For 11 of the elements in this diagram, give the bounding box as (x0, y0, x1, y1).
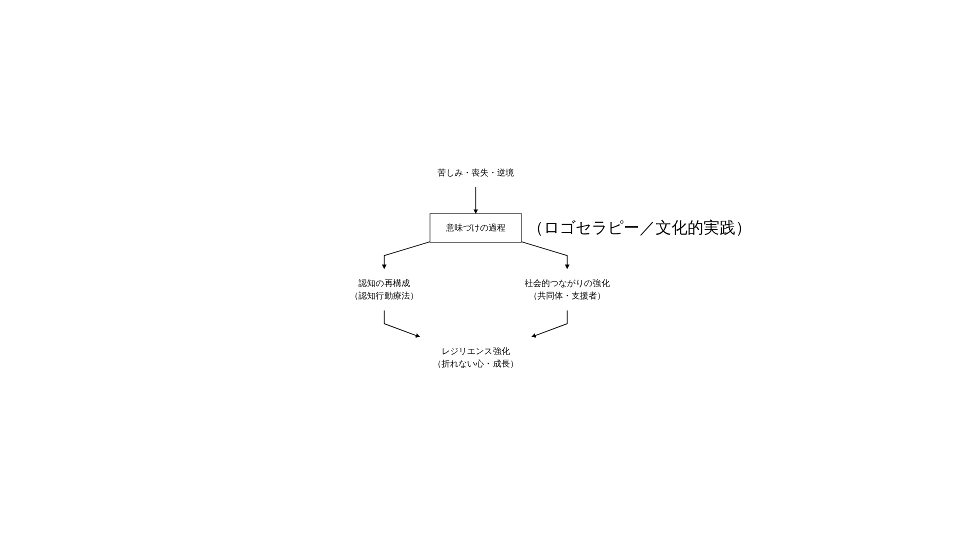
node-text: 苦しみ・喪失・逆境 (437, 166, 514, 178)
arrow (521, 241, 570, 269)
arrow (531, 310, 568, 338)
node-text: 社会的つながりの強化 （共同体・支援者） (524, 278, 610, 300)
arrow (382, 241, 430, 269)
node-text: 認知の再構成 （認知行動療法） (350, 278, 418, 300)
node-box: 意味づけの過程 (430, 212, 522, 242)
node-caption: （ロゴセラピー／文化的実践） (527, 218, 752, 239)
arrow (384, 310, 420, 338)
arrow (473, 186, 478, 214)
node-text: レジリエンス強化 （折れない心・成長） (433, 346, 518, 369)
